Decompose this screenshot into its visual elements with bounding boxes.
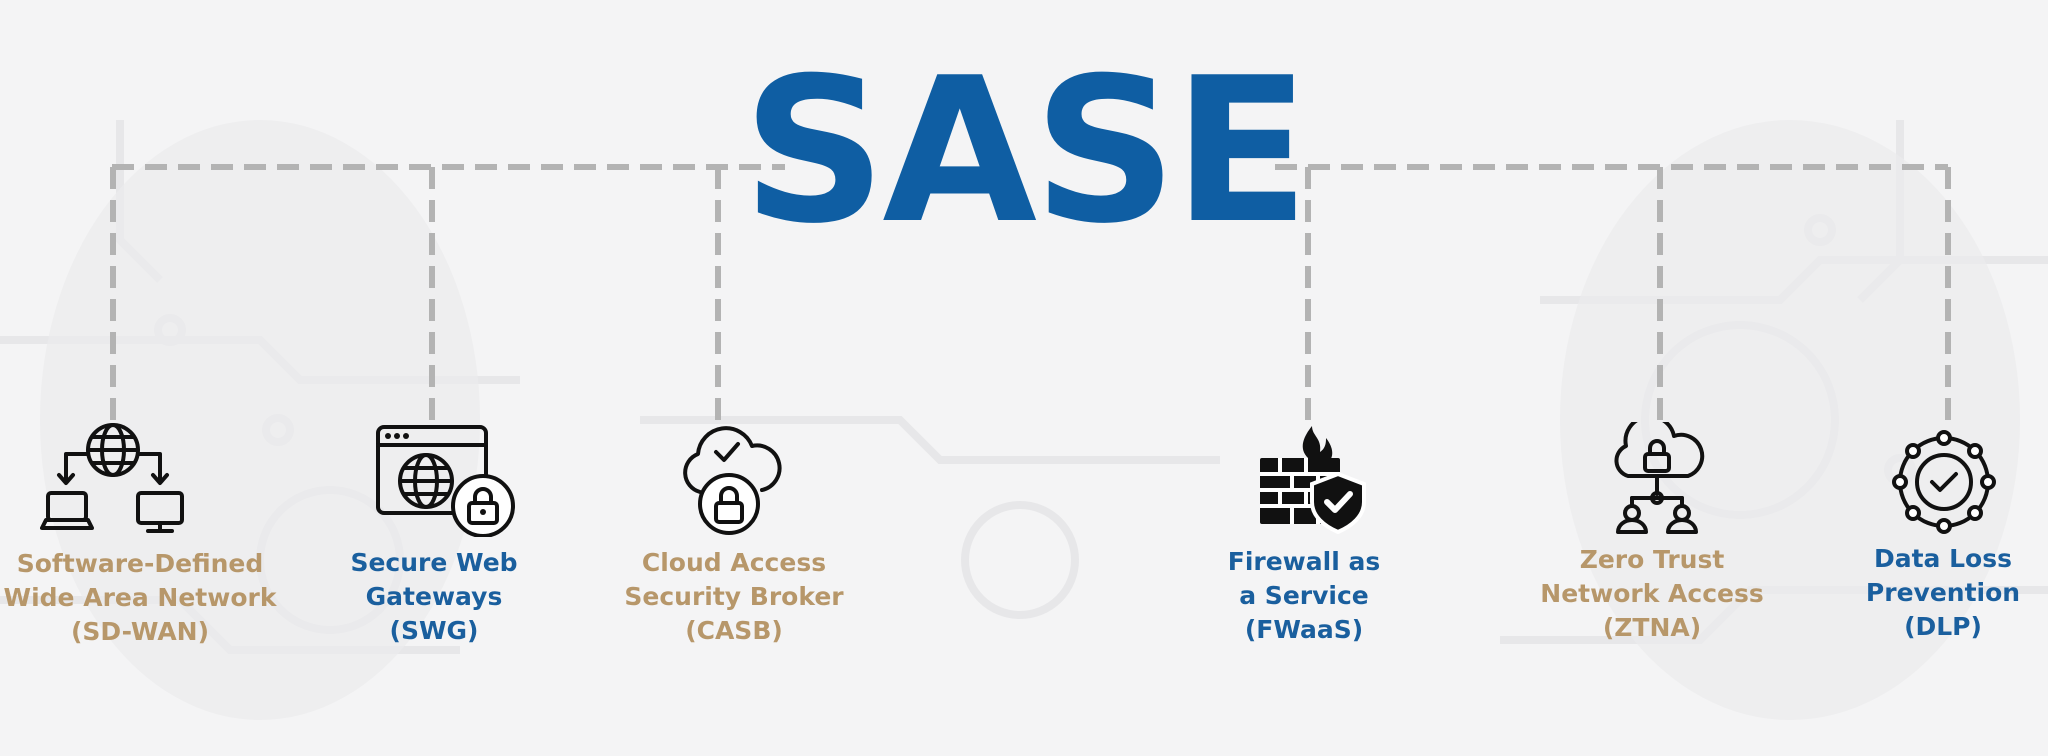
label-line: Cloud Access bbox=[641, 548, 827, 577]
label-line: Security Broker bbox=[624, 582, 844, 611]
label-line: (DLP) bbox=[1904, 612, 1982, 641]
firewall-shield-icon bbox=[1260, 426, 1366, 534]
label-line: a Service bbox=[1239, 581, 1369, 610]
label-sd-wan: Software-Defined Wide Area Network (SD-W… bbox=[0, 547, 290, 649]
label-line: Firewall as bbox=[1227, 547, 1381, 576]
label-line: Software-Defined bbox=[16, 549, 264, 578]
label-line: (FWaaS) bbox=[1244, 615, 1364, 644]
label-line: Secure Web bbox=[350, 548, 518, 577]
label-line: Wide Area Network bbox=[3, 583, 277, 612]
label-line: Zero Trust bbox=[1579, 545, 1725, 574]
cloud-lock-icon bbox=[683, 426, 782, 535]
label-line: Prevention bbox=[1865, 578, 2021, 607]
label-line: Gateways bbox=[365, 582, 503, 611]
label-line: (SWG) bbox=[389, 616, 479, 645]
label-fwaas: Firewall as a Service (FWaaS) bbox=[1154, 545, 1454, 647]
label-swg: Secure Web Gateways (SWG) bbox=[284, 546, 584, 648]
label-line: (CASB) bbox=[685, 616, 783, 645]
data-check-nodes-icon bbox=[1892, 430, 1996, 534]
label-line: (SD-WAN) bbox=[70, 617, 210, 646]
label-ztna: Zero Trust Network Access (ZTNA) bbox=[1502, 543, 1802, 645]
page-title: SASE bbox=[742, 35, 1310, 268]
label-line: Data Loss bbox=[1873, 544, 2012, 573]
label-dlp: Data Loss Prevention (DLP) bbox=[1793, 542, 2048, 644]
cloud-users-lock-icon bbox=[1614, 422, 1705, 534]
label-line: (ZTNA) bbox=[1602, 613, 1702, 642]
web-browser-lock-icon bbox=[376, 425, 515, 537]
label-line: Network Access bbox=[1540, 579, 1764, 608]
label-casb: Cloud Access Security Broker (CASB) bbox=[584, 546, 884, 648]
globe-network-icon bbox=[40, 423, 184, 533]
